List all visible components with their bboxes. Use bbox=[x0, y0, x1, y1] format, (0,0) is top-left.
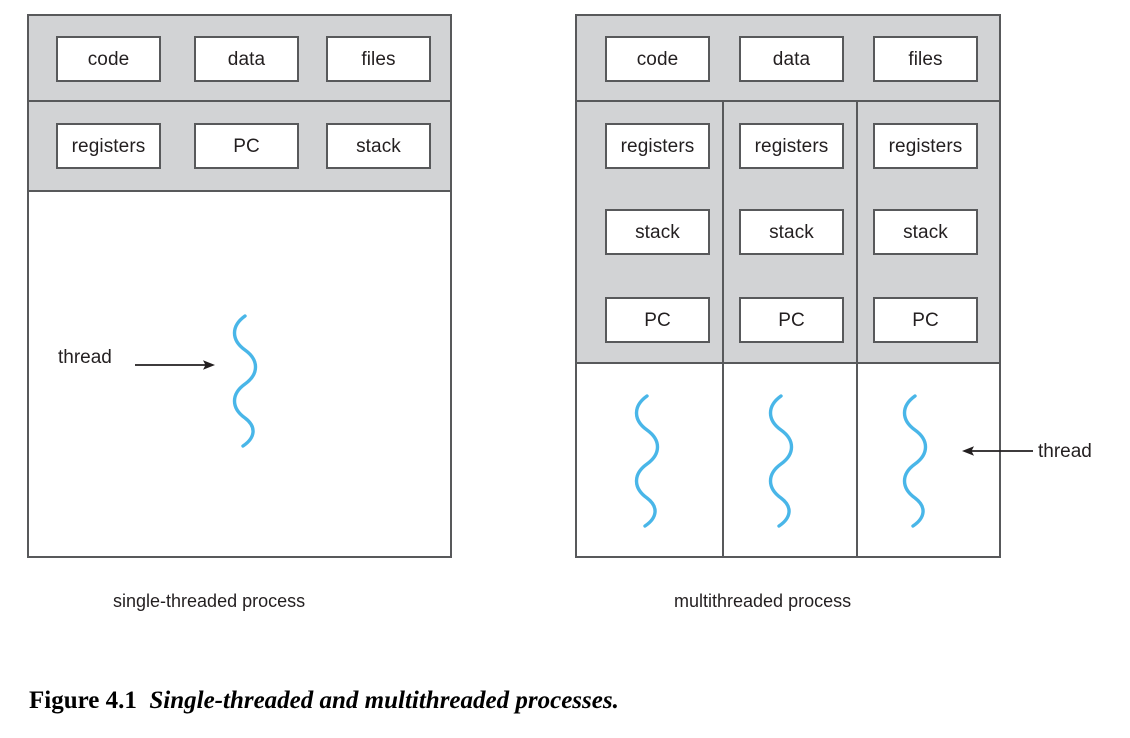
left-thread-label: thread bbox=[58, 347, 112, 368]
right-box-data-label: data bbox=[772, 48, 811, 70]
right-col1-box-registers: registers bbox=[605, 123, 710, 169]
left-box-files-label: files bbox=[361, 48, 396, 70]
left-thread-arrow-icon bbox=[135, 360, 215, 370]
right-col1-box-stack: stack bbox=[605, 209, 710, 255]
single-threaded-process-frame: code data files registers PC stack bbox=[27, 14, 452, 558]
left-thread-squiggle-icon bbox=[232, 314, 258, 448]
left-box-pc: PC bbox=[194, 123, 299, 169]
right-box-data: data bbox=[739, 36, 844, 82]
right-col1-pc-label: PC bbox=[644, 309, 671, 331]
right-box-files-label: files bbox=[908, 48, 943, 70]
figure-caption: Figure 4.1 Single-threaded and multithre… bbox=[29, 688, 619, 713]
right-thread-arrow-icon bbox=[962, 446, 1033, 456]
figure-number: Figure 4.1 bbox=[29, 687, 137, 714]
right-thread-squiggle-icon-2 bbox=[768, 394, 794, 528]
right-thread-label: thread bbox=[1038, 441, 1092, 462]
right-shared-band-divider bbox=[577, 100, 999, 102]
left-box-registers-label: registers bbox=[71, 135, 146, 157]
left-box-pc-label: PC bbox=[233, 135, 260, 157]
figure-title: Single-threaded and multithreaded proces… bbox=[149, 687, 619, 714]
left-box-registers: registers bbox=[56, 123, 161, 169]
right-column-divider-1 bbox=[722, 102, 724, 556]
right-col2-box-pc: PC bbox=[739, 297, 844, 343]
left-box-data-label: data bbox=[227, 48, 266, 70]
right-thread-squiggle-icon-1 bbox=[634, 394, 660, 528]
multithreaded-process-caption: multithreaded process bbox=[674, 591, 852, 611]
right-thread-squiggle-icon-3 bbox=[902, 394, 928, 528]
right-thread-state-band-divider bbox=[577, 362, 999, 364]
right-col3-registers-label: registers bbox=[888, 135, 963, 157]
left-box-code-label: code bbox=[87, 48, 130, 70]
right-col2-box-registers: registers bbox=[739, 123, 844, 169]
right-box-files: files bbox=[873, 36, 978, 82]
right-col1-registers-label: registers bbox=[620, 135, 695, 157]
right-col3-stack-label: stack bbox=[903, 221, 948, 243]
left-box-files: files bbox=[326, 36, 431, 82]
right-col1-box-pc: PC bbox=[605, 297, 710, 343]
right-col3-box-stack: stack bbox=[873, 209, 978, 255]
right-col2-registers-label: registers bbox=[754, 135, 829, 157]
right-col3-pc-label: PC bbox=[912, 309, 939, 331]
left-band-divider bbox=[29, 100, 450, 102]
right-column-divider-2 bbox=[856, 102, 858, 556]
right-col2-stack-label: stack bbox=[769, 221, 814, 243]
multithreaded-process-frame: code data files registers stack PC regis… bbox=[575, 14, 1001, 558]
left-box-data: data bbox=[194, 36, 299, 82]
right-box-code-label: code bbox=[636, 48, 679, 70]
single-threaded-process-caption: single-threaded process bbox=[113, 591, 306, 611]
left-box-code: code bbox=[56, 36, 161, 82]
right-col3-box-registers: registers bbox=[873, 123, 978, 169]
right-col3-box-pc: PC bbox=[873, 297, 978, 343]
right-col1-stack-label: stack bbox=[635, 221, 680, 243]
left-box-stack-label: stack bbox=[356, 135, 401, 157]
left-box-stack: stack bbox=[326, 123, 431, 169]
right-col2-box-stack: stack bbox=[739, 209, 844, 255]
left-band-bottom-divider bbox=[29, 190, 450, 192]
right-box-code: code bbox=[605, 36, 710, 82]
right-col2-pc-label: PC bbox=[778, 309, 805, 331]
